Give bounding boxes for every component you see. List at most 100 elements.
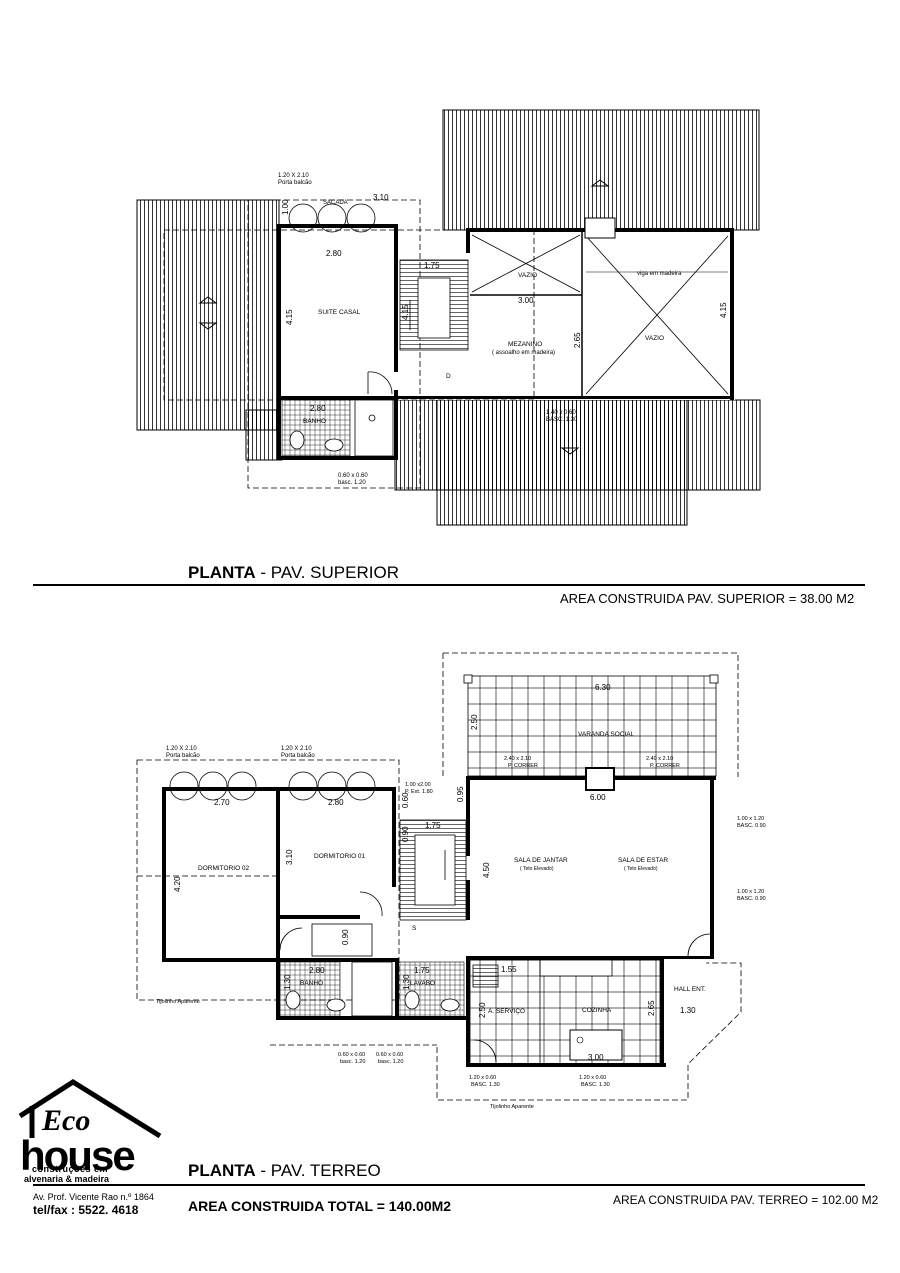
janela-2-size: 1.00 x 1.20 [737,889,764,895]
dim-4-15-stair: 4.15 [401,304,410,320]
dim-1-75-stair: 1.75 [425,821,441,830]
stair-up-mark: S [412,925,417,932]
upper-stair [399,259,469,351]
porta-balcao-size-label: 1.20 X 2.10 [278,173,309,179]
banho-label: BANHO [303,418,326,425]
varanda-tiles [467,675,717,777]
ecohouse-logo: Eco house construções em alvenaria & mad… [18,1078,168,1218]
upper-plan-title-bold: PLANTA [188,563,256,582]
upper-floor-plan: 1.20 X 2.10 Porta balcão SACADA 3.10 1.0… [136,109,761,526]
dim-3-10: 3.10 [285,849,294,865]
dim-1-75: 1.75 [424,261,440,270]
window-0-60-b-label: 0.60 x 0.60 [376,1052,403,1058]
sala-jantar-label: SALA DE JANTAR [514,857,568,864]
stair-down-mark: D [446,373,451,380]
dim-1-00: 1.00 [281,199,290,215]
logo-house: house [20,1132,134,1178]
dormitorio-01-label: DORMITORIO 01 [314,853,366,860]
window-1-20-b-label: 1.20 x 0.60 [579,1075,606,1081]
suite-casal-label: SUITE CASAL [318,309,361,316]
dim-4-20: 4.20 [173,876,182,892]
sink-icon [440,998,460,1012]
dim-2-80-banho: 2.80 [310,404,326,413]
porta-ext-label: P. Ext. 1.80 [405,789,433,795]
area-servico-label: A. SERVIÇO [488,1008,525,1015]
window-0-60-a-label: 0.60 x 0.60 [338,1052,365,1058]
ground-divider [33,1184,865,1186]
ground-plan-title: PLANTA - PAV. TERREO [188,1161,381,1181]
porta-ext-size: 1.00 x2.00 [405,782,431,788]
house-roof-icon: Eco house [18,1079,162,1179]
dim-4-15-suite: 4.15 [285,309,294,325]
window-0-60-b-basc: basc. 1.20 [378,1059,403,1065]
dim-1-55: 1.55 [501,965,517,974]
sink-icon [326,998,346,1012]
dim-0-95: 0.95 [456,786,465,802]
ground-plan-title-bold: PLANTA [188,1161,256,1180]
logo-eco: Eco [41,1104,90,1137]
porta-correr-2-size: 2.40 x 2.10 [646,756,673,762]
vazio-2-label: VAZIO [645,335,664,342]
ground-area-text: AREA CONSTRUIDA PAV. TERREO = 102.00 M2 [613,1193,879,1207]
porta-balcao-2-label: Porta balcão [281,753,315,759]
total-area-text: AREA CONSTRUIDA TOTAL = 140.00M2 [188,1198,452,1214]
dim-2-80-dorm01: 2.80 [328,798,344,807]
toilet-icon [289,430,305,450]
dim-3-00: 3.00 [518,296,534,305]
toilet-icon [285,990,301,1010]
dim-1-30-hall: 1.30 [680,1006,696,1015]
lavabo-label: LAVABO [410,980,435,987]
banho-label: BANHO [300,980,323,987]
window-0-60-a-basc: basc. 1.20 [340,1059,365,1065]
dim-2-65: 2.65 [647,1000,656,1016]
dim-6-00: 6.00 [590,793,606,802]
dim-4-50: 4.50 [482,862,491,878]
dim-3-00: 3.00 [588,1053,604,1062]
sacada-label: SACADA [323,200,348,206]
dim-2-70: 2.70 [214,798,230,807]
dim-2-50-varanda: 2.50 [470,714,479,730]
dim-2-65: 2.65 [573,332,582,348]
ground-balcony-doors [169,771,376,801]
address-text: Av. Prof. Vicente Rao n.º 1864 [33,1192,154,1202]
dim-2-80-suite: 2.80 [326,249,342,258]
dim-2-50-servico: 2.50 [478,1002,487,1018]
porta-correr-1-size: 2.40 x 2.10 [504,756,531,762]
porta-correr-2-label: P. CORRER [650,763,680,769]
roof-left [136,199,280,431]
sink-icon [324,438,344,452]
viga-label: viga em madeira [637,271,682,277]
dim-0-90-hall: 0.90 [341,929,350,945]
window-1-20-b-basc: BASC. 1.30 [581,1082,610,1088]
window-0-60-basc-label: basc. 1.20 [338,480,366,486]
logo-line-3: construções em [32,1164,109,1174]
window-1-20-a-label: 1.20 x 0.60 [469,1075,496,1081]
cozinha-tiles [469,959,661,1066]
porta-balcao-1-size: 1.20 X 2.10 [166,746,197,752]
dormitorio-02-label: DORMITORIO 02 [198,865,250,872]
janela-1-basc: BASC. 0.90 [737,823,766,829]
varanda-social-label: VARANDA SOCIAL [578,731,635,738]
dim-2-80-banho: 2.80 [309,966,325,975]
roof-top-right [442,109,760,231]
dim-1-30-banho: 1.30 [283,974,292,990]
porta-balcao-1-label: Porta balcão [166,753,200,759]
mezanino-label: MEZANINO [508,341,542,348]
hall-entrada-label: HALL ENT. [674,986,706,993]
cozinha-label: COZINHA [582,1007,612,1014]
janela-1-size: 1.00 x 1.20 [737,816,764,822]
sala-estar-label: SALA DE ESTAR [618,857,668,864]
porta-balcao-2-size: 1.20 X 2.10 [281,746,312,752]
mezanino-sub-label: ( assoalho em madeira) [492,350,555,356]
upper-balcony-doors [288,203,376,233]
sala-jantar-sub-label: ( Teto Elevado) [520,866,554,872]
window-0-60-label: 0.60 x 0.60 [338,473,368,479]
janela-2-basc: BASC. 0.90 [737,896,766,902]
window-1-40-basc-label: BASC. 1.30 [546,417,578,423]
roof-bottom-right-lower [436,399,688,526]
dim-1-75-lavabo: 1.75 [414,966,430,975]
dim-6-30: 6.30 [595,683,611,692]
upper-divider [33,584,865,586]
dim-1-30-lavabo: 1.30 [402,974,411,990]
